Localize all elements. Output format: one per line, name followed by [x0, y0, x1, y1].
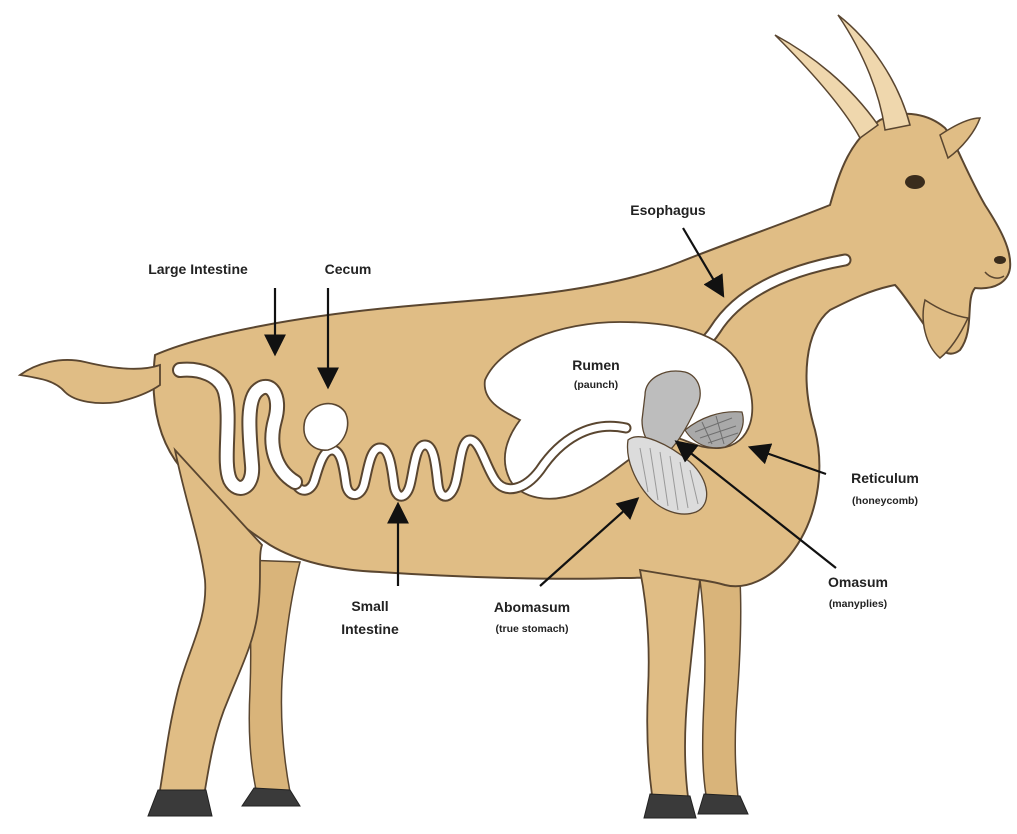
- label-rumen: Rumen: [572, 357, 619, 373]
- label-small-intestine-line1: Small: [351, 598, 388, 614]
- goat-near-front-leg: [640, 570, 700, 797]
- label-small-intestine-line2: Intestine: [341, 621, 399, 637]
- label-reticulum: Reticulum: [851, 470, 919, 486]
- goat-hoof-far-front: [698, 794, 748, 814]
- goat-ear: [940, 118, 980, 158]
- goat-hoof-near-hind: [148, 790, 212, 816]
- goat-tail: [20, 360, 160, 403]
- label-abomasum: Abomasum: [494, 599, 570, 615]
- label-cecum: Cecum: [325, 261, 372, 277]
- goat-hoof-near-front: [644, 794, 696, 818]
- label-large-intestine: Large Intestine: [148, 261, 248, 277]
- goat-far-front-leg: [700, 580, 741, 797]
- label-abomasum-sub: (true stomach): [496, 623, 569, 635]
- label-omasum: Omasum: [828, 574, 888, 590]
- goat-eye: [905, 175, 925, 189]
- goat-nose: [994, 256, 1006, 264]
- label-rumen-sub: (paunch): [574, 379, 618, 391]
- label-esophagus: Esophagus: [630, 202, 706, 218]
- label-reticulum-sub: (honeycomb): [852, 495, 918, 507]
- label-omasum-sub: (manyplies): [829, 598, 887, 610]
- goat-hoof-far-hind: [242, 788, 300, 806]
